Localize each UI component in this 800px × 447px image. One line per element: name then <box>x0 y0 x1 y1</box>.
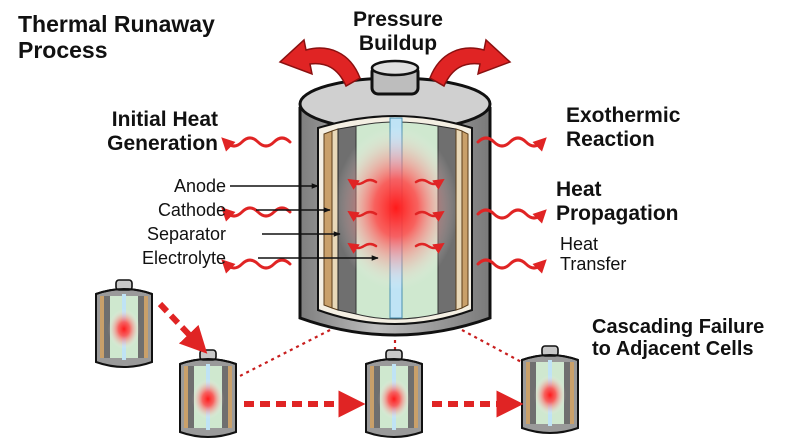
initial-heat-line-1: Initial Heat <box>111 108 218 131</box>
pressure-arrow-right <box>429 38 512 88</box>
external-heat-waves <box>221 136 547 274</box>
anode-label: Anode <box>173 176 226 196</box>
component-labels: Anode Cathode Separator Electrolyte <box>100 174 226 270</box>
title-line-1: Thermal Runaway <box>18 11 215 37</box>
exothermic-line-2: Reaction <box>566 127 655 151</box>
cascade-line-1: Cascading Failure <box>592 316 765 338</box>
heat-transfer-line-2: Transfer <box>560 254 627 275</box>
heat-transfer-label: Heat Transfer <box>560 234 626 274</box>
exothermic-line-1: Exothermic <box>566 104 681 127</box>
small-cell-3 <box>365 349 423 438</box>
heat-propagation-label: Heat Propagation <box>556 178 679 225</box>
internal-heat-arrows <box>347 178 445 254</box>
cathode-layer-right <box>461 130 469 309</box>
initial-heat-label: Initial Heat Generation <box>92 108 218 155</box>
heat-propagation-line-1: Heat <box>556 178 602 201</box>
diagram-title: Thermal Runaway Process <box>18 11 215 64</box>
main-battery-cell <box>298 59 492 337</box>
cathode-layer-left <box>323 130 333 309</box>
pressure-buildup-label: Pressure Buildup <box>348 8 448 55</box>
small-cell-1 <box>95 279 153 368</box>
wave-right-1 <box>476 136 547 152</box>
pressure-line-2: Buildup <box>358 31 438 55</box>
cascade-arrow-1 <box>157 301 208 354</box>
wave-right-3 <box>476 258 547 274</box>
heat-glow <box>334 126 458 290</box>
small-cells <box>95 279 579 438</box>
wave-left-1 <box>221 136 292 152</box>
cascade-line-2: to Adjacent Cells <box>592 338 754 361</box>
cascading-failure-label: Cascading Failure to Adjacent Cells <box>592 316 764 361</box>
terminal-cap-top <box>370 59 420 77</box>
cascade-arrows <box>157 301 524 418</box>
component-leader-lines <box>230 183 379 261</box>
wave-left-2 <box>221 206 292 222</box>
cascade-connectors <box>235 329 541 379</box>
wave-right-2 <box>476 208 547 224</box>
exothermic-reaction-label: Exothermic Reaction <box>566 104 680 151</box>
separator-label: Separator <box>146 224 226 244</box>
small-cell-2 <box>179 349 237 438</box>
pressure-arrow-left <box>278 38 361 88</box>
heat-propagation-line-2: Propagation <box>556 201 679 225</box>
cathode-label: Cathode <box>157 200 226 220</box>
small-cell-4 <box>521 345 579 434</box>
initial-heat-line-2: Generation <box>107 131 218 155</box>
pressure-arrows <box>278 38 512 88</box>
electrolyte-label: Electrolyte <box>141 248 226 268</box>
title-line-2: Process <box>18 36 108 63</box>
wave-left-3 <box>221 258 292 274</box>
pressure-line-1: Pressure <box>353 8 443 31</box>
heat-transfer-line-1: Heat <box>560 234 599 254</box>
